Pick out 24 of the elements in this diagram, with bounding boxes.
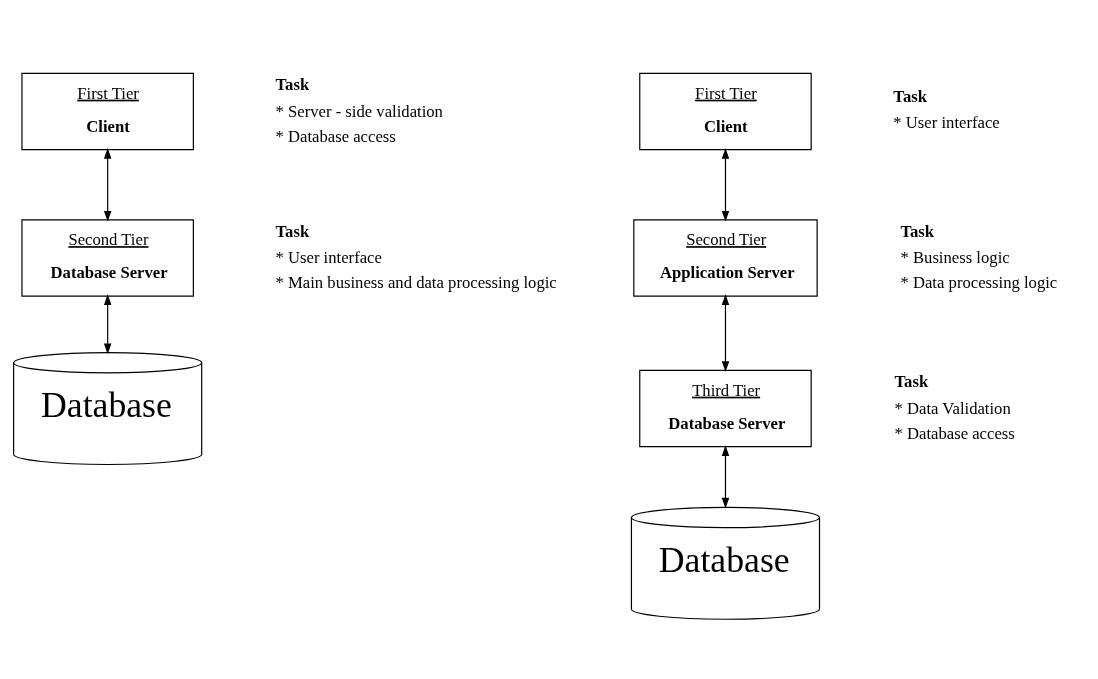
node-box: Second Tier Application Server [633,219,818,297]
arrow [721,294,730,373]
node-box: Second Tier Database Server [21,219,194,297]
node-label: * Data Validation [894,398,1011,418]
node-box: Third Tier Database Server [639,369,812,448]
node-label: Task [894,372,929,392]
node-label: * Main business and data processing logic [275,272,557,292]
arrow [721,148,730,222]
arrow [103,148,112,222]
node-box: First Tier Client [639,72,812,151]
node-label: Task [275,221,310,241]
node-label: Task [275,75,310,95]
node-box: First Tier Client [21,72,194,151]
node-label: * Data processing logic [900,272,1058,292]
node-label: * User interface [275,247,382,267]
node-label: * Business logic [900,247,1010,267]
node-label: * User interface [893,113,1000,133]
node-label: * Server - side validation [275,101,443,121]
arrow [721,445,730,509]
node-label: Task [900,221,935,241]
node-label: * Database access [894,423,1015,443]
node-label: Task [893,87,927,107]
node-label: * Database access [275,126,396,146]
arrow [103,294,112,355]
